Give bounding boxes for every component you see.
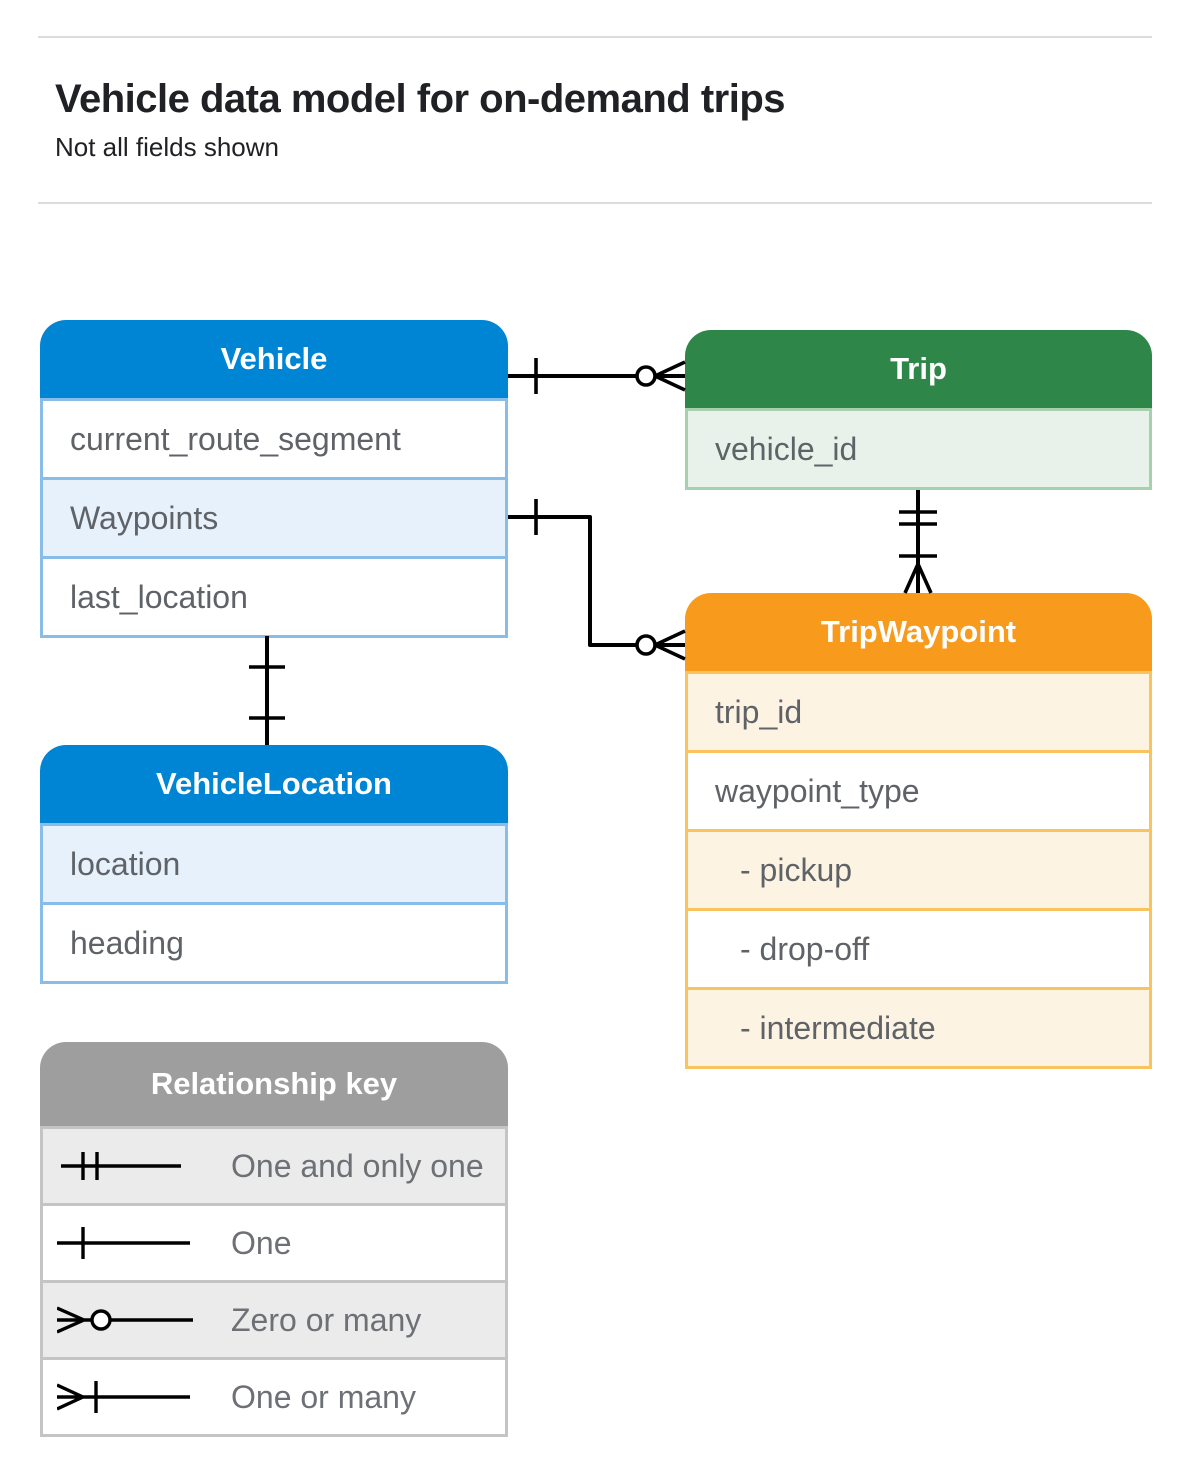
enum-value-label: - pickup [740,851,853,888]
legend-row: One or many [43,1357,505,1434]
trip-table-body: vehicle_id [685,408,1152,490]
enum-value-label: - drop-off [740,930,870,967]
field-label: location [70,845,181,882]
entity-table-trip: Trip vehicle_id [685,330,1152,490]
one-or-many-icon [57,1381,190,1413]
enum-value-label: - intermediate [740,1009,936,1046]
field-label: Waypoints [70,499,219,536]
table-row: Waypoints [43,477,505,556]
table-row: waypoint_type [688,750,1149,829]
page-subtitle: Not all fields shown [55,132,279,162]
trip-table-header: Trip [685,330,1152,408]
relationship-key-header: Relationship key [40,1042,508,1126]
legend-label: Zero or many [231,1301,422,1338]
table-row: - pickup [688,829,1149,908]
legend-row: One [43,1203,505,1280]
relationship-key-body: One and only one One Zero or many On [40,1126,508,1437]
trip-waypoint-table-body: trip_id waypoint_type - pickup - drop-of… [685,671,1152,1069]
field-label: trip_id [715,693,803,730]
connector-vehicle-trip [508,358,686,394]
header-divider [38,202,1152,204]
field-label: current_route_segment [70,420,401,457]
entity-table-trip-waypoint: TripWaypoint trip_id waypoint_type - pic… [685,593,1152,1069]
table-row: vehicle_id [688,411,1149,487]
connector-vehicle-vehiclelocation [249,636,285,745]
entity-table-vehicle: Vehicle current_route_segment Waypoints … [40,320,508,638]
field-label: heading [70,924,184,961]
legend-label: One or many [231,1378,416,1415]
connector-waypoints-tripwaypoint [508,499,686,661]
connector-trip-tripwaypoint [899,490,937,594]
table-row: - intermediate [688,987,1149,1066]
legend-label: One [231,1224,292,1261]
table-row: current_route_segment [43,401,505,477]
one-and-only-one-icon [61,1152,181,1180]
legend-row: Zero or many [43,1280,505,1357]
legend-label: One and only one [231,1147,484,1184]
top-divider [38,36,1152,38]
field-label: last_location [70,578,248,615]
entity-table-vehicle-location: VehicleLocation location heading [40,745,508,984]
relationship-key-legend: Relationship key One and only one One [40,1042,508,1437]
vehicle-table-body: current_route_segment Waypoints last_loc… [40,398,508,638]
table-row: location [43,826,505,902]
table-row: trip_id [688,674,1149,750]
field-label: vehicle_id [715,430,858,467]
one-icon [57,1227,190,1259]
zero-or-many-icon [57,1306,193,1334]
vehicle-table-header: Vehicle [40,320,508,398]
trip-waypoint-table-header: TripWaypoint [685,593,1152,671]
table-row: - drop-off [688,908,1149,987]
legend-row: One and only one [43,1129,505,1203]
vehicle-location-table-body: location heading [40,823,508,984]
table-row: last_location [43,556,505,635]
vehicle-location-table-header: VehicleLocation [40,745,508,823]
page-title: Vehicle data model for on-demand trips [55,77,786,121]
field-label: waypoint_type [715,772,920,809]
table-row: heading [43,902,505,981]
